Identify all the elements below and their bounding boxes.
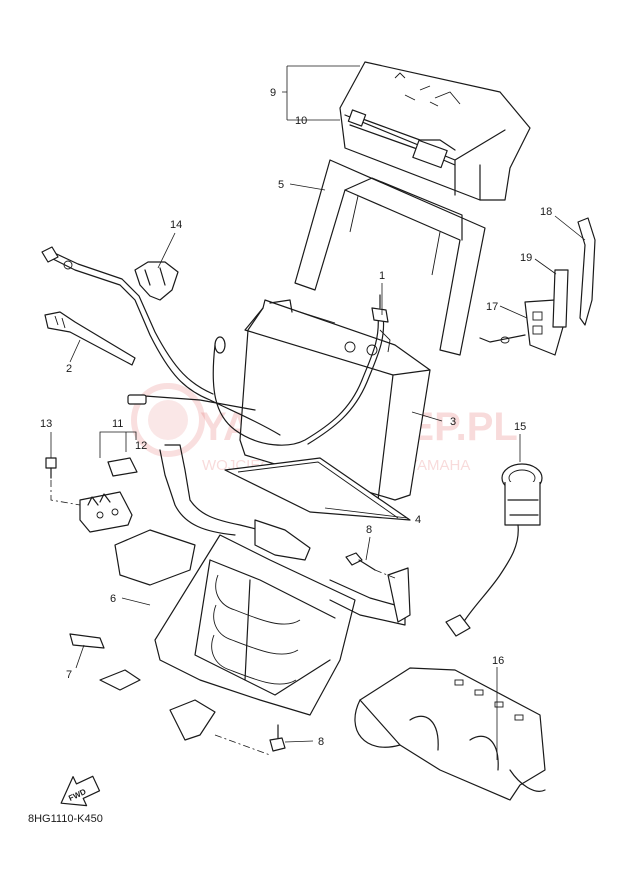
fwd-arrow-icon: FWD xyxy=(60,775,101,807)
callout-2: 2 xyxy=(66,363,72,375)
battery-box xyxy=(99,444,411,756)
callout-8-lower: 8 xyxy=(318,736,324,748)
callout-10: 10 xyxy=(295,115,307,127)
battery-cover xyxy=(339,61,531,201)
wire-harness xyxy=(41,246,281,436)
callout-7: 7 xyxy=(66,669,72,681)
callout-18: 18 xyxy=(540,206,552,218)
heat-cover xyxy=(354,667,546,801)
callout-5: 5 xyxy=(278,179,284,191)
callout-labels: 1 2 3 4 5 6 7 8 8 9 10 11 12 13 14 15 16… xyxy=(40,87,552,748)
bolt-upper xyxy=(345,552,396,579)
bolt-lower xyxy=(269,724,286,752)
callout-6: 6 xyxy=(110,593,116,605)
callout-15: 15 xyxy=(514,421,526,433)
callout-9: 9 xyxy=(270,87,276,99)
callout-4: 4 xyxy=(415,514,421,526)
relay-assembly xyxy=(45,457,138,533)
battery-mat xyxy=(224,457,411,521)
battery-band xyxy=(294,159,486,356)
clip-part-14 xyxy=(134,261,179,301)
callout-17: 17 xyxy=(486,301,498,313)
callout-16: 16 xyxy=(492,655,504,667)
diagram-code: 8HG1110-K450 xyxy=(28,813,103,825)
callout-3: 3 xyxy=(450,416,456,428)
power-socket xyxy=(445,463,543,637)
callout-8-upper: 8 xyxy=(366,524,372,536)
leader-lines xyxy=(50,65,586,760)
plus-lead xyxy=(212,294,389,446)
cable-tie xyxy=(577,217,596,326)
callout-1: 1 xyxy=(379,270,385,282)
callout-12: 12 xyxy=(135,440,147,452)
callout-13: 13 xyxy=(40,418,52,430)
pad-part-7 xyxy=(69,633,105,649)
callout-11: 11 xyxy=(112,418,123,430)
callout-14: 14 xyxy=(170,219,182,231)
tape xyxy=(552,269,569,328)
callout-19: 19 xyxy=(520,252,532,264)
